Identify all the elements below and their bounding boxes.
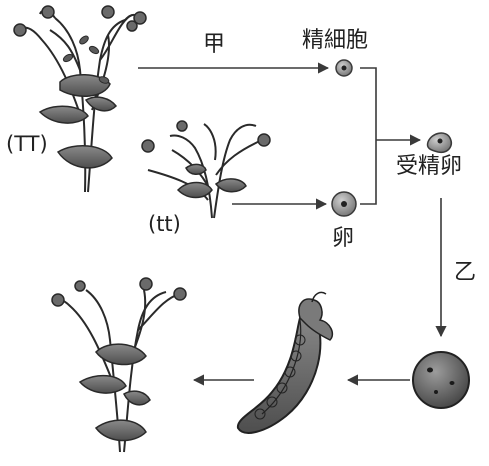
short-plant-pods (141, 120, 271, 153)
arrows (138, 62, 447, 386)
zygote-label: 受精卵 (396, 154, 463, 179)
process-b-label: 乙 (454, 260, 477, 285)
tall-genotype-label: (TT) (6, 132, 48, 156)
offspring-plant-pods (51, 277, 187, 307)
egg-label: 卵 (332, 226, 355, 251)
process-a-label: 甲 (203, 32, 226, 57)
tall-plant-small-leaves (62, 35, 110, 84)
seed (412, 351, 470, 409)
egg-cell (331, 191, 357, 217)
zygote (426, 132, 452, 154)
sperm-label: 精細胞 (302, 28, 369, 53)
pea-pod (236, 291, 334, 434)
offspring-plant-leaves (78, 343, 151, 442)
short-plant-leaves (176, 163, 247, 199)
tall-plant-leaves (38, 74, 117, 169)
tall-plant-pods (13, 5, 147, 37)
join-bracket (360, 67, 377, 205)
short-genotype-label: (tt) (148, 212, 181, 236)
sperm-cell (335, 59, 353, 77)
